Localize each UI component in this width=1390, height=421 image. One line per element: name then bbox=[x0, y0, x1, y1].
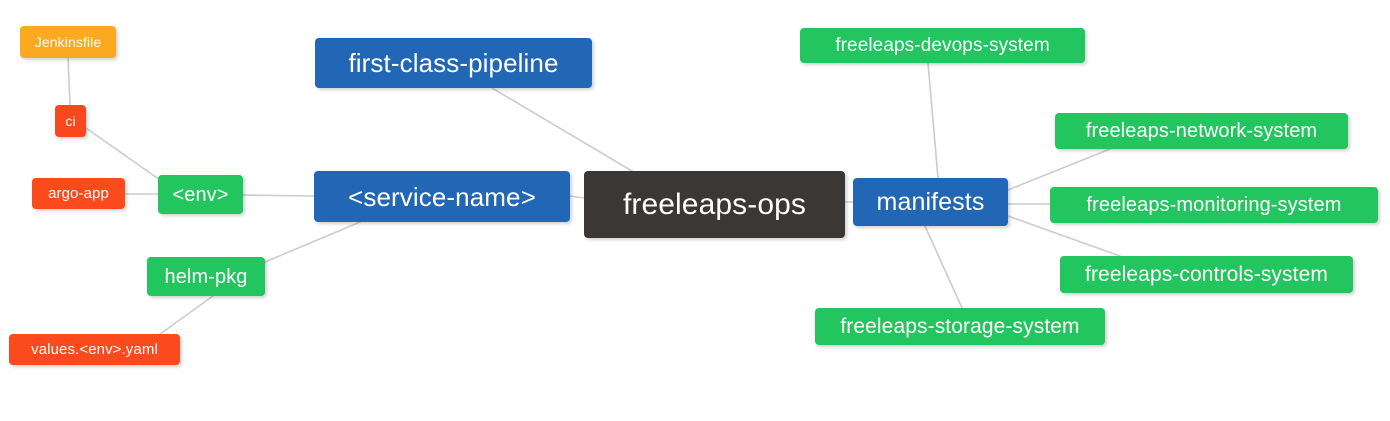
edge-first-class-pipeline-to-freeleaps-ops bbox=[491, 87, 633, 172]
edge-manifests-to-freeleaps-network-system bbox=[1007, 148, 1111, 191]
node-helm-pkg[interactable]: helm-pkg bbox=[147, 257, 265, 296]
node-values-yaml[interactable]: values.<env>.yaml bbox=[9, 334, 180, 365]
edge-values-yaml-to-helm-pkg bbox=[159, 295, 214, 335]
node-label-manifests: manifests bbox=[876, 187, 985, 216]
node-label-argo-app: argo-app bbox=[48, 185, 109, 202]
edge-env-to-service-name bbox=[242, 194, 315, 197]
node-jenkinsfile[interactable]: Jenkinsfile bbox=[20, 26, 116, 58]
node-label-freeleaps-storage-system: freeleaps-storage-system bbox=[840, 315, 1080, 338]
node-env[interactable]: <env> bbox=[158, 175, 243, 214]
node-label-freeleaps-ops: freeleaps-ops bbox=[622, 187, 807, 221]
node-ci[interactable]: ci bbox=[55, 105, 86, 137]
node-label-values-yaml: values.<env>.yaml bbox=[31, 341, 158, 358]
node-freeleaps-ops[interactable]: freeleaps-ops bbox=[584, 171, 845, 238]
edge-jenkinsfile-to-ci bbox=[67, 57, 71, 106]
node-label-freeleaps-network-system: freeleaps-network-system bbox=[1085, 120, 1318, 142]
node-label-ci: ci bbox=[65, 113, 76, 129]
node-freeleaps-storage-system[interactable]: freeleaps-storage-system bbox=[815, 308, 1105, 345]
edge-ci-to-env bbox=[85, 127, 161, 181]
node-service-name[interactable]: <service-name> bbox=[314, 171, 570, 222]
node-label-freeleaps-devops-system: freeleaps-devops-system bbox=[835, 35, 1050, 56]
node-argo-app[interactable]: argo-app bbox=[32, 178, 125, 209]
edge-helm-pkg-to-service-name bbox=[264, 221, 361, 263]
node-label-jenkinsfile: Jenkinsfile bbox=[34, 34, 102, 50]
node-label-first-class-pipeline: first-class-pipeline bbox=[348, 48, 559, 78]
node-label-freeleaps-monitoring-system: freeleaps-monitoring-system bbox=[1086, 194, 1342, 216]
node-freeleaps-devops-system[interactable]: freeleaps-devops-system bbox=[800, 28, 1085, 63]
edge-service-name-to-freeleaps-ops bbox=[569, 195, 585, 199]
node-label-service-name: <service-name> bbox=[348, 181, 536, 212]
node-freeleaps-monitoring-system[interactable]: freeleaps-monitoring-system bbox=[1050, 187, 1378, 223]
edge-manifests-to-freeleaps-storage-system bbox=[924, 225, 963, 309]
node-freeleaps-controls-system[interactable]: freeleaps-controls-system bbox=[1060, 256, 1353, 293]
node-freeleaps-network-system[interactable]: freeleaps-network-system bbox=[1055, 113, 1348, 149]
edge-freeleaps-devops-system-to-manifests bbox=[927, 62, 939, 179]
node-first-class-pipeline[interactable]: first-class-pipeline bbox=[315, 38, 592, 88]
node-manifests[interactable]: manifests bbox=[853, 178, 1008, 226]
node-label-helm-pkg: helm-pkg bbox=[164, 265, 248, 288]
node-label-env: <env> bbox=[172, 183, 229, 206]
node-label-freeleaps-controls-system: freeleaps-controls-system bbox=[1085, 263, 1328, 286]
